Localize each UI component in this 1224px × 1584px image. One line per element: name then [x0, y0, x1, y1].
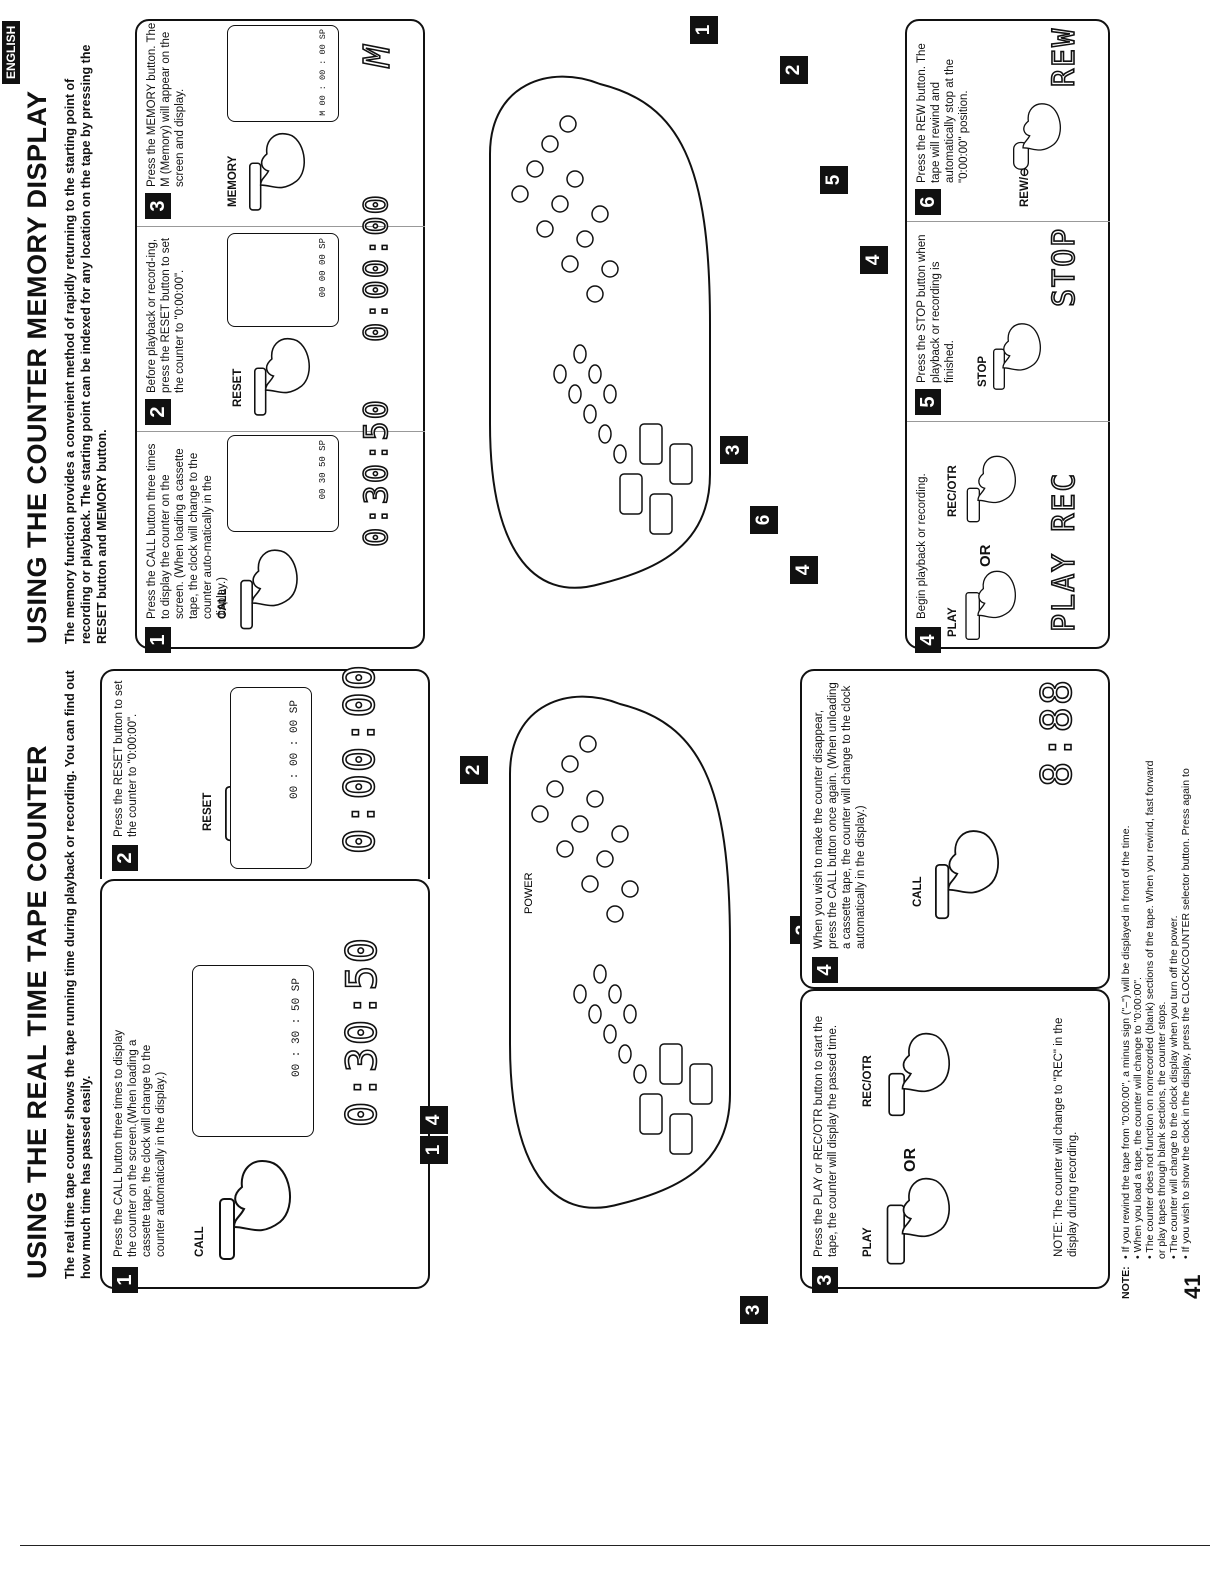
call-label: CALL [194, 1226, 206, 1257]
lcd-display: REW [1046, 26, 1083, 88]
step-text: Begin playback or recording. [916, 473, 928, 619]
left-intro: The real time tape counter shows the tap… [63, 670, 93, 1279]
reset-label: RESET [232, 368, 244, 407]
step-number: 1 [112, 1267, 138, 1293]
hand-pointing-icon [935, 830, 999, 920]
lcd-display: STOP [1046, 226, 1083, 308]
hand-pointing-icon [1013, 103, 1062, 170]
callout-3: 3 [720, 436, 748, 464]
divider [907, 421, 1110, 422]
rec-otr-label: REC/OTR [947, 465, 959, 517]
callout-4: 4 [860, 246, 888, 274]
callout-1: 1 [690, 16, 718, 44]
tv-screen: 00 : 00 : 00 SP [230, 687, 312, 869]
lcd-display: PLAY REC [1046, 471, 1083, 633]
left-title: USING THE REAL TIME TAPE COUNTER [22, 744, 52, 1279]
step-number: 2 [145, 399, 171, 425]
step-text: Press the REW button. The tape will rewi… [916, 43, 970, 183]
step-number: 6 [915, 189, 941, 215]
callout-2: 2 [460, 756, 488, 784]
note-line: • If you rewind the tape from "0:00:00",… [1120, 825, 1132, 1259]
hand-pointing-icon [240, 549, 298, 630]
step-text: Press the STOP button when playback or r… [916, 234, 956, 383]
note-line: or play tapes through blank sections, th… [1156, 1001, 1168, 1259]
step-text: Press the CALL button three times to dis… [113, 1029, 167, 1257]
tv-screen: 00 00 00 SP [227, 233, 339, 327]
step-number: 4 [812, 957, 838, 983]
step-note: NOTE: The counter will change to "REC" i… [1053, 1017, 1079, 1257]
memory-label: MEMORY [227, 155, 239, 207]
lcd-display: 0:30:50 [336, 935, 387, 1128]
divider [907, 221, 1110, 222]
callout-4: 4 [420, 1106, 448, 1134]
hand-pointing-icon [249, 132, 305, 211]
note-line: • When you load a tape, the counter will… [1132, 977, 1144, 1259]
right-steps-top-box: 1 Press the CALL button three times to d… [135, 19, 425, 653]
left-step3-box: 3 Press the PLAY or REC/OTR button to st… [800, 989, 1110, 1293]
callout-4b: 4 [790, 556, 818, 584]
lcd-display: 0:30:50 [356, 397, 396, 547]
rec-otr-label: REC/OTR [862, 1055, 874, 1107]
remote-control-illustration: POWER [509, 695, 731, 1209]
callout-1: 1 [420, 1136, 448, 1164]
hand-pointing-icon [993, 323, 1042, 390]
hand-pointing-icon [886, 1177, 950, 1265]
note-line: • The counter will change to the clock d… [1168, 915, 1180, 1259]
screen-counter-text: 00 00 00 SP [318, 238, 328, 298]
lcd-display: 0:00:00 [356, 192, 396, 342]
right-intro: The memory function provides a convenien… [63, 44, 109, 644]
lcd-display: 8:88 [1031, 677, 1082, 788]
hand-pointing-icon [254, 337, 310, 416]
callout-2: 2 [780, 56, 808, 84]
page-number: 41 [1180, 1274, 1205, 1299]
right-title: USING THE COUNTER MEMORY DISPLAY [22, 90, 52, 644]
step-text: Press the RESET button to set the counte… [113, 680, 139, 837]
reset-label: RESET [202, 792, 214, 831]
screen-counter-text: 00 : 30 : 50 SP [291, 978, 303, 1078]
screen-counter-text: 00 30 50 SP [318, 440, 328, 500]
tv-screen: 00 30 50 SP [227, 435, 339, 532]
step-number: 3 [145, 193, 171, 219]
play-label: PLAY [947, 607, 959, 637]
step-number: 5 [915, 389, 941, 415]
note-line: • The counter does not function on nonre… [1144, 760, 1156, 1259]
screen-counter-text: 00 : 00 : 00 SP [289, 700, 301, 800]
play-label: PLAY [862, 1227, 874, 1257]
page-bottom-rule [20, 1545, 1210, 1546]
hand-pointing-icon [966, 455, 1017, 523]
step-number: 1 [145, 627, 171, 653]
left-step4-box: 4 When you wish to make the counter disa… [800, 669, 1110, 989]
call-label: CALL [912, 876, 924, 907]
notes-list: • If you rewind the tape from "0:00:00",… [1120, 359, 1192, 1259]
language-tab: ENGLISH [2, 20, 20, 84]
callout-3b: 3 [740, 1296, 768, 1324]
step-number: 2 [112, 845, 138, 871]
svg-text:POWER: POWER [523, 872, 535, 914]
note-line: • If you wish to show the clock in the d… [1180, 768, 1192, 1259]
remote-control-illustration [489, 75, 711, 589]
call-label: CALL [217, 588, 229, 619]
callout-5: 5 [820, 166, 848, 194]
callout-6: 6 [750, 506, 778, 534]
hand-pointing-icon [888, 1032, 950, 1117]
left-step1-box: 1 Press the CALL button three times to d… [100, 879, 430, 1293]
step-number: 4 [915, 627, 941, 653]
step-text: Before playback or record-ing, press the… [146, 237, 186, 393]
tv-screen: M 00 : 00 : 00 SP [227, 25, 339, 122]
hand-pointing-icon [965, 570, 1017, 640]
step-text: Press the PLAY or REC/OTR button to star… [813, 1015, 839, 1257]
screen-counter-text: M 00 : 00 : 00 SP [318, 29, 328, 116]
tv-screen: 00 : 30 : 50 SP [192, 965, 314, 1137]
lcd-display: M [356, 43, 399, 68]
notes-label: NOTE: [1120, 1266, 1132, 1299]
step-text: Press the MEMORY button. The M (Memory) … [146, 22, 186, 187]
right-steps-bottom-box: 4 Begin playback or recording. PLAY OR R… [905, 19, 1110, 653]
step-text: When you wish to make the counter disapp… [813, 682, 867, 949]
step-number: 3 [812, 1267, 838, 1293]
lcd-display: 0:00:00 [334, 662, 385, 855]
hand-pointing-icon [219, 1160, 292, 1260]
